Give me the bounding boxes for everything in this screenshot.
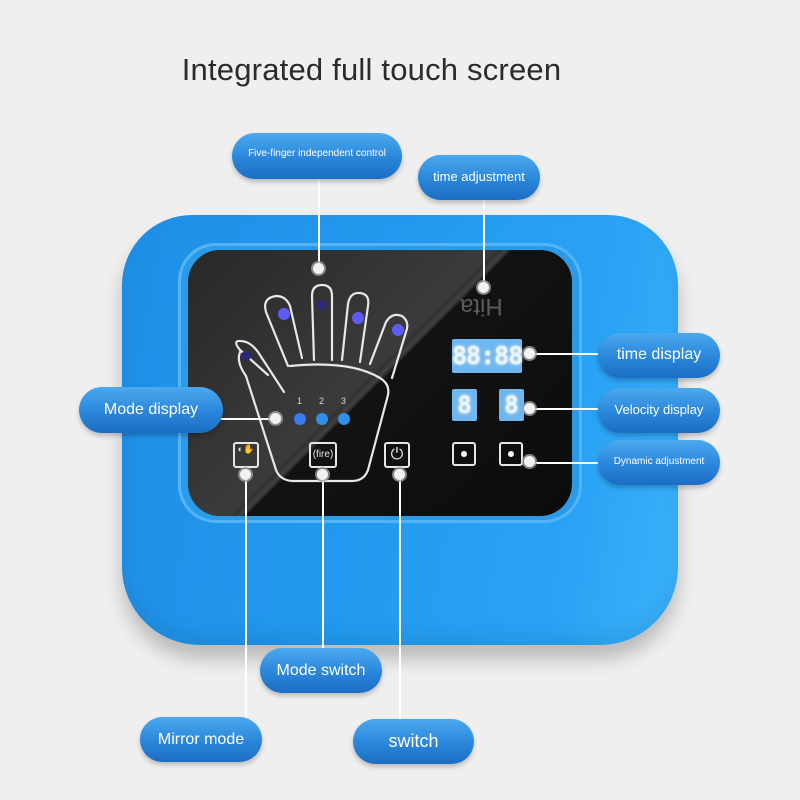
- mode-switch-button[interactable]: (fire): [309, 442, 337, 468]
- callout-line-time-display: [530, 353, 600, 355]
- label-mode-switch: Mode switch: [260, 648, 382, 693]
- fire-icon: (fire): [312, 449, 334, 460]
- callout-line-switch: [399, 474, 401, 720]
- label-mirror-mode: Mirror mode: [140, 717, 262, 762]
- callout-line-time-adjust: [483, 198, 485, 286]
- label-dynamic-adjustment: Dynamic adjustment: [598, 440, 720, 485]
- callout-line-dynamic: [530, 462, 600, 464]
- velocity-display-right: 8: [499, 389, 524, 421]
- label-mode-display: Mode display: [79, 387, 223, 433]
- callout-line-mirror: [245, 474, 247, 720]
- callout-line-five-finger: [318, 180, 320, 268]
- label-five-finger-control: Five-finger independent control: [232, 133, 402, 179]
- callout-line-mode-display: [215, 418, 275, 420]
- callout-pin: [270, 413, 281, 424]
- dot-icon: [508, 451, 514, 457]
- power-button[interactable]: ⏻: [384, 442, 410, 468]
- thumb-led: [241, 351, 251, 361]
- callout-pin: [524, 348, 535, 359]
- screen-gloss: [188, 250, 572, 516]
- mirror-hand-icon: ◐✋: [237, 444, 255, 454]
- time-display: 88:88: [452, 339, 523, 373]
- dynamic-adjust-button-left[interactable]: [452, 442, 476, 466]
- page-title: Integrated full touch screen: [181, 52, 562, 87]
- callout-pin: [240, 469, 251, 480]
- label-velocity-display: Velocity display: [598, 388, 720, 433]
- callout-pin: [317, 469, 328, 480]
- callout-pin: [524, 456, 535, 467]
- callout-line-mode-switch: [322, 474, 324, 650]
- callout-pin: [478, 282, 489, 293]
- callout-pin: [394, 469, 405, 480]
- power-icon: ⏻: [390, 446, 404, 463]
- velocity-display-left: 8: [452, 389, 477, 421]
- touch-screen: [188, 250, 572, 516]
- label-time-display: time display: [598, 333, 720, 378]
- dot-icon: [461, 451, 467, 457]
- svg-text:3: 3: [341, 396, 346, 406]
- svg-text:2: 2: [319, 396, 324, 406]
- svg-text:1: 1: [297, 396, 302, 406]
- dynamic-adjust-button-right[interactable]: [499, 442, 523, 466]
- callout-pin: [524, 403, 535, 414]
- mirror-mode-button[interactable]: ◐✋: [233, 442, 259, 468]
- brand-logo: Hita: [460, 293, 503, 320]
- callout-pin: [313, 263, 324, 274]
- label-time-adjustment: time adjustment: [418, 155, 540, 200]
- label-switch: switch: [353, 719, 474, 764]
- callout-line-velocity: [530, 408, 600, 410]
